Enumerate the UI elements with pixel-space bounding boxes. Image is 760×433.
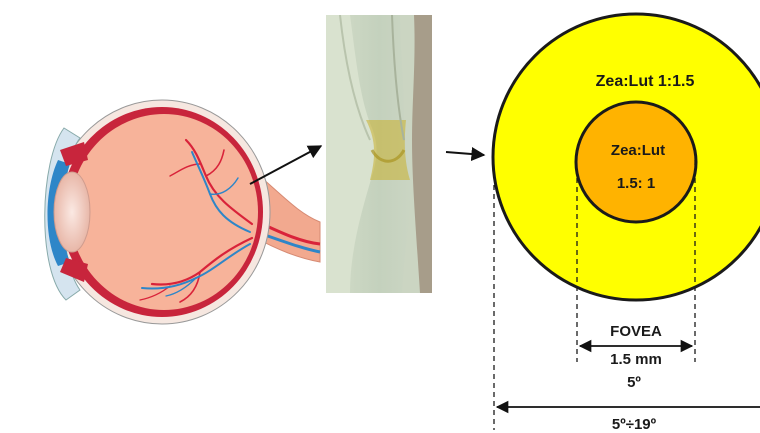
outer-ratio-label: Zea:Lut 1:1.5 <box>596 73 695 90</box>
macula-angle-label: 5º÷19º <box>612 416 657 433</box>
fovea-angle-label: 5º <box>627 374 641 391</box>
retina-micrograph <box>326 15 432 293</box>
arrow-eye-to-micrograph <box>250 146 321 184</box>
inner-zone-circle <box>576 102 696 222</box>
inner-ratio-label-line2: 1.5: 1 <box>617 175 655 192</box>
eye-anatomy-illustration <box>45 100 320 324</box>
arrow-micrograph-to-macula <box>446 152 484 155</box>
macula-diagram: Zea:Lut 1:1.5 Zea:Lut 1.5: 1 FOVEA 1.5 m… <box>493 14 760 433</box>
fovea-label: FOVEA <box>610 323 662 340</box>
fovea-size-label: 1.5 mm <box>610 351 662 368</box>
inner-ratio-label-line1: Zea:Lut <box>611 142 665 159</box>
